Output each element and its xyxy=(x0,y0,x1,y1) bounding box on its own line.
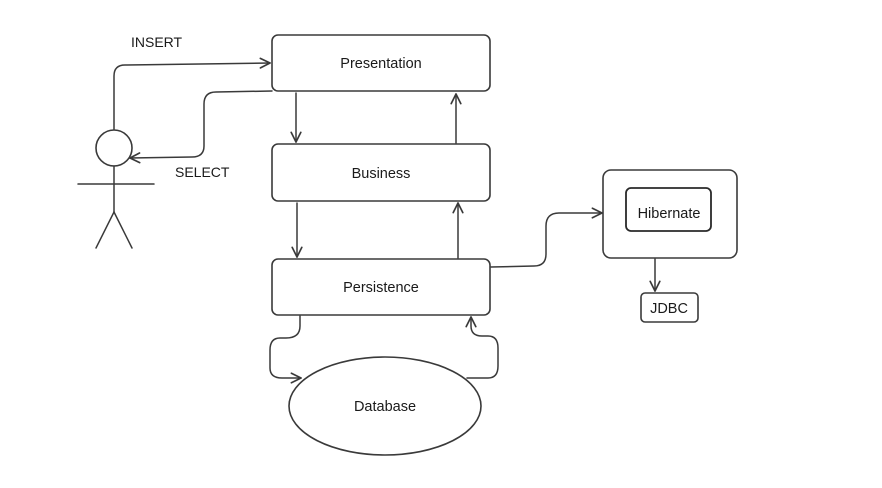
hibernate-node xyxy=(625,187,712,232)
business-node: Business xyxy=(271,143,491,202)
jdbc-node: JDBC xyxy=(640,292,699,323)
database-node: Database xyxy=(288,356,482,456)
database-to-persistence-edge xyxy=(465,316,499,379)
actor-left-leg xyxy=(95,211,115,249)
actor-head xyxy=(95,129,133,167)
business-label: Business xyxy=(352,166,411,182)
hibernate-container: Hibernate xyxy=(602,169,738,259)
insert-label: INSERT xyxy=(131,34,183,50)
hibernate-label: Hibernate xyxy=(638,206,701,222)
insert-edge xyxy=(113,57,271,130)
persistence-label: Persistence xyxy=(343,280,419,296)
persistence-to-database-edge xyxy=(269,315,302,384)
jdbc-label: JDBC xyxy=(650,301,688,317)
persistence-to-hibernate-edge xyxy=(490,207,603,268)
user-actor xyxy=(77,129,155,249)
actor-right-leg xyxy=(113,211,133,249)
persistence-node: Persistence xyxy=(271,258,491,316)
select-edge xyxy=(129,90,273,164)
presentation-label: Presentation xyxy=(340,56,421,72)
select-label: SELECT xyxy=(175,164,230,180)
database-label: Database xyxy=(354,399,416,415)
presentation-node: Presentation xyxy=(271,34,491,92)
